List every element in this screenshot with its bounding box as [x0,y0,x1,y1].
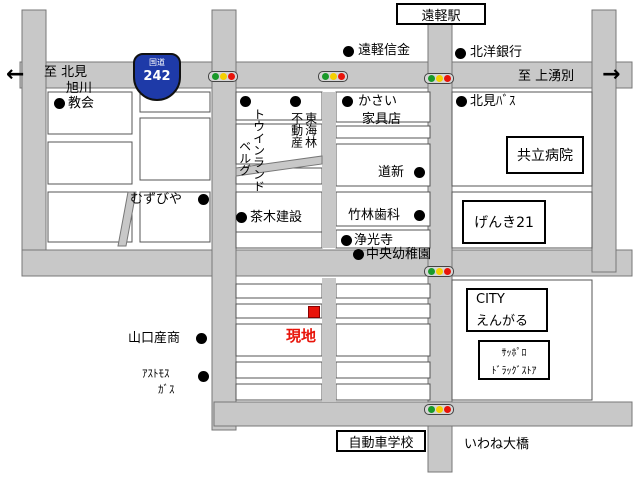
route-shield-number: 242 [143,69,171,84]
place-fudosan-line2: 東海林 [303,112,318,148]
traffic-signal-icon [208,71,238,82]
hospital-box: 共立病院 [506,136,584,174]
place-fudosan-line1: 不動産 [289,112,304,148]
arrow-left-icon: ← [6,62,25,87]
bullet-icon [240,96,251,107]
road-southeast [213,401,633,427]
road-main-north-south [427,9,453,473]
traffic-signal-icon [424,404,454,415]
city-line2: えんがる [476,313,529,329]
road-east [591,9,617,273]
bullet-icon [196,333,207,344]
sapporo-line2: ﾄﾞﾗｯｸﾞｽﾄｱ [491,365,537,377]
bullet-icon [353,249,364,260]
bullet-icon [342,96,353,107]
traffic-signal-icon [424,73,454,84]
driving-school-box: 自動車学校 [336,430,426,452]
road-south-cross [21,249,633,277]
direction-west-line2: 旭川 [66,81,93,96]
bullet-icon [341,235,352,246]
diagonal-lane [117,191,137,247]
bullet-icon [290,96,301,107]
route-242-shield: 国道 242 [133,53,181,101]
city-box: CITY えんがる [466,288,548,332]
traffic-signal-icon [318,71,348,82]
bullet-icon [54,98,65,109]
arrow-right-icon: → [602,62,621,87]
direction-east: 至 上湧別 [518,69,575,84]
place-astomos-line1: ｱｽﾄﾓｽ [142,367,170,380]
bullet-icon [236,212,247,223]
place-bell-guru: ベルグ [237,140,252,176]
place-church: 教会 [68,96,95,111]
place-chaki: 茶木建設 [250,210,303,225]
bullet-icon [456,96,467,107]
bullet-icon [414,210,425,221]
bullet-icon [455,48,466,59]
place-site: 現地 [286,327,317,345]
genki-box: げんき21 [462,200,546,244]
road-west [21,9,47,273]
city-line1: CITY [476,291,505,307]
direction-west-line1: 至 北見 [44,65,88,80]
place-kasai-line1: かさい [358,94,398,109]
site-marker-icon [308,306,320,318]
place-takebayashi: 竹林歯科 [348,208,401,223]
place-astomos-line2: ｶﾞｽ [158,383,175,396]
place-iwane-bridge: いわね大橋 [464,437,530,452]
bullet-icon [414,167,425,178]
place-kasai-line2: 家具店 [362,112,402,127]
place-hokuyo-bank: 北洋銀行 [470,45,523,60]
station-box: 遠軽駅 [396,3,486,25]
place-douhoku: 道新 [378,165,405,180]
place-kitami-bus: 北見ﾊﾞｽ [470,94,516,109]
bullet-icon [343,46,354,57]
sapporo-line1: ｻｯﾎﾟﾛ [501,347,527,359]
place-chuo-kinder: 中央幼稚園 [366,247,432,262]
bullet-icon [198,371,209,382]
place-muzubiya: むずびや [130,192,183,207]
bullet-icon [198,194,209,205]
place-yamaguchi: 山口産商 [128,331,181,346]
sapporo-drug-box: ｻｯﾎﾟﾛ ﾄﾞﾗｯｸﾞｽﾄｱ [478,340,550,380]
route-shield-label: 国道 [149,58,165,67]
place-joukouji: 浄光寺 [354,233,394,248]
place-engaru-shinkin: 遠軽信金 [358,43,411,58]
place-two-in-land: トウインランド [251,108,266,192]
traffic-signal-icon [424,266,454,277]
